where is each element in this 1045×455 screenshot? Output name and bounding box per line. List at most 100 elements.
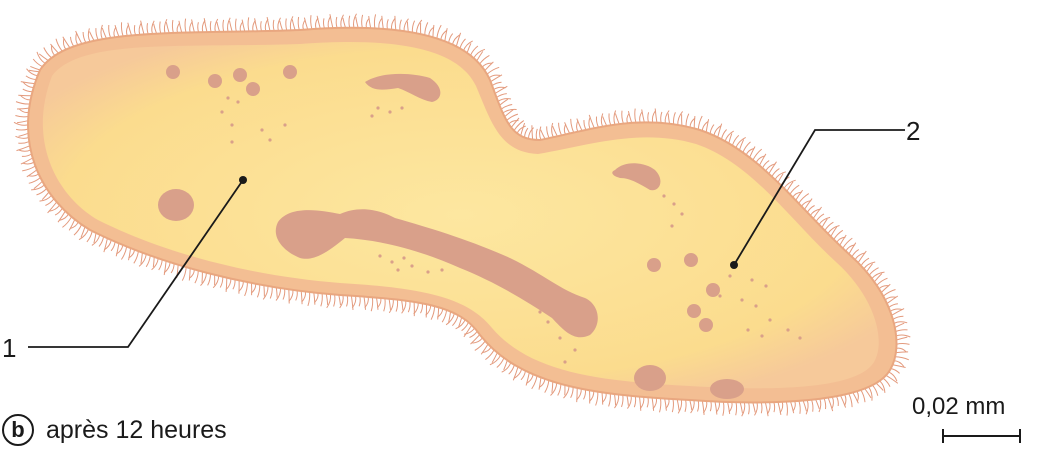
food-vacuole xyxy=(699,318,713,332)
cilium xyxy=(894,322,907,324)
granule xyxy=(672,202,675,205)
cilium xyxy=(146,256,150,267)
cilium xyxy=(347,296,348,307)
cilium xyxy=(438,307,439,319)
cilium xyxy=(433,25,434,37)
granule xyxy=(746,328,749,331)
label-1: 1 xyxy=(2,335,16,361)
cilium xyxy=(159,260,163,270)
cilium xyxy=(371,297,372,311)
label-2: 2 xyxy=(906,118,920,144)
granule xyxy=(396,268,399,271)
granule xyxy=(563,360,566,363)
cilium xyxy=(141,253,143,264)
granule xyxy=(573,348,576,351)
cilium xyxy=(147,23,148,34)
cilium xyxy=(22,166,35,171)
caption-letter-badge: b xyxy=(2,414,34,446)
cilium xyxy=(706,119,708,132)
granule xyxy=(260,128,263,131)
cilium xyxy=(628,111,631,123)
cilium xyxy=(389,299,390,310)
cilium xyxy=(718,124,722,138)
cilium xyxy=(189,268,190,280)
granule xyxy=(546,320,549,323)
cilium xyxy=(261,21,262,31)
cilium xyxy=(577,388,578,402)
cilium xyxy=(812,400,813,412)
cilium xyxy=(571,119,574,133)
cilium xyxy=(552,382,553,393)
granule xyxy=(760,334,763,337)
cilium xyxy=(55,208,62,215)
cilium xyxy=(841,395,846,407)
cilium xyxy=(558,384,561,396)
cilium xyxy=(803,401,806,412)
cilium xyxy=(891,369,900,374)
cilium xyxy=(280,21,283,31)
cilium xyxy=(836,396,838,406)
cilium xyxy=(819,399,821,412)
cilium xyxy=(179,21,182,33)
cilium xyxy=(627,396,628,406)
cilium xyxy=(37,189,47,195)
cilium xyxy=(806,400,808,414)
caption: b après 12 heures xyxy=(2,414,227,446)
cilium xyxy=(408,301,410,312)
cilium xyxy=(160,22,161,34)
cilium xyxy=(326,294,327,305)
granule xyxy=(798,336,801,339)
cilium xyxy=(861,390,865,402)
cilium xyxy=(883,378,890,387)
cilium xyxy=(896,348,906,352)
cilium xyxy=(728,402,730,414)
cilium xyxy=(786,402,787,416)
cilium xyxy=(204,18,207,32)
cilium xyxy=(509,121,519,125)
cilium xyxy=(539,378,541,390)
cilium xyxy=(164,261,166,275)
cilium xyxy=(710,125,714,134)
cilium xyxy=(317,16,320,29)
cilium xyxy=(487,67,499,74)
cilium xyxy=(710,401,711,411)
cilium xyxy=(400,20,402,31)
cilium xyxy=(877,278,888,285)
scale-bar xyxy=(943,429,1020,443)
cilium xyxy=(442,310,446,322)
cilium xyxy=(774,402,775,412)
scale-label: 0,02 mm xyxy=(912,395,1005,419)
cilium xyxy=(843,238,853,248)
cilium xyxy=(852,250,859,257)
cilium xyxy=(464,325,472,337)
cilium xyxy=(753,149,762,160)
granule xyxy=(230,140,233,143)
cilium xyxy=(660,398,661,412)
cilium xyxy=(698,116,702,130)
cilium xyxy=(828,398,833,412)
granule xyxy=(764,284,767,287)
cilium xyxy=(753,402,755,412)
cilium xyxy=(286,19,287,31)
cilium xyxy=(321,293,323,306)
cilium xyxy=(396,300,398,312)
cilium xyxy=(364,297,366,310)
cilium xyxy=(609,113,611,125)
food-vacuole xyxy=(687,304,701,318)
cilium xyxy=(15,116,28,117)
cilium xyxy=(596,392,598,406)
cilium xyxy=(889,304,898,308)
cilium xyxy=(521,123,525,136)
cilium xyxy=(596,117,598,128)
cilium xyxy=(673,112,675,124)
cilium xyxy=(14,122,28,125)
cilium xyxy=(236,19,237,32)
cilium xyxy=(88,28,90,41)
cilium xyxy=(791,401,794,413)
cilium xyxy=(896,330,908,332)
cilium xyxy=(622,111,624,124)
cilium xyxy=(22,154,32,156)
cilium xyxy=(308,292,310,306)
cilium xyxy=(17,121,28,123)
cilium xyxy=(545,380,549,392)
